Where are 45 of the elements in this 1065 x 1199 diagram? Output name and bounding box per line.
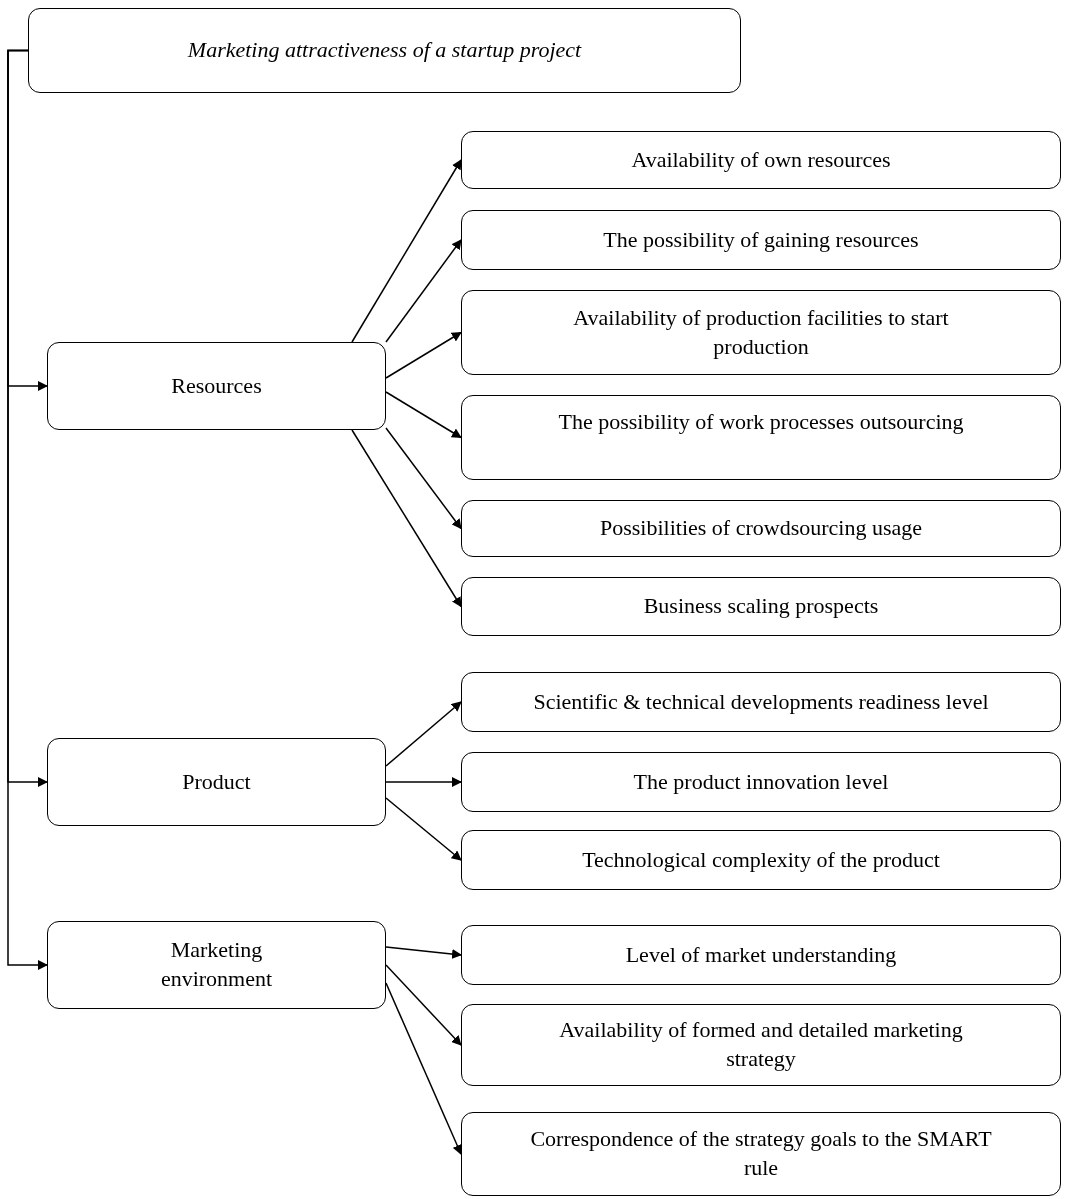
box-label: Availability of formed and detailed marketing strategy [558, 1016, 964, 1073]
arrow [7, 49, 48, 970]
process-box [47, 342, 386, 430]
box-label: Availability of own resources [631, 145, 891, 174]
process-box [461, 210, 1061, 270]
title-box [28, 8, 741, 93]
box-label: Product [182, 767, 251, 796]
box-label: Business scaling prospects [643, 592, 879, 621]
arrow [385, 427, 462, 530]
arrow [385, 777, 462, 787]
process-box [461, 1112, 1061, 1196]
box-label: The possibility of gaining resources [603, 225, 919, 254]
process-box [461, 1004, 1061, 1086]
box-label: Marketing environment [159, 936, 274, 993]
process-box [47, 738, 386, 826]
box-label: Marketing attractiveness of a startup project [187, 36, 582, 65]
box-label: Availability of production facilities to start production [572, 303, 950, 361]
box-label: Possibilities of crowdsourcing usage [600, 514, 922, 543]
process-box [461, 131, 1061, 189]
process-box [461, 925, 1061, 985]
arrow [385, 239, 462, 343]
arrow [385, 946, 462, 959]
process-box [461, 752, 1061, 812]
arrow [351, 429, 462, 608]
box-label: Level of market understanding [625, 940, 897, 969]
process-box [461, 500, 1061, 557]
arrow [385, 982, 462, 1155]
box-label: The product innovation level [633, 767, 889, 796]
process-box [461, 395, 1061, 480]
box-label: Scientific & technical developments readiness level [533, 687, 989, 716]
box-label: Technological complexity of the product [582, 845, 940, 874]
box-label: The possibility of work processes outsourcing [558, 408, 964, 436]
process-box [461, 672, 1061, 732]
box-label: Resources [171, 371, 262, 400]
arrow [385, 701, 462, 767]
arrow [351, 159, 462, 343]
arrow [385, 331, 462, 379]
process-box [461, 830, 1061, 890]
arrow [385, 797, 462, 861]
process-box [461, 290, 1061, 375]
arrow [385, 391, 462, 439]
box-label: Correspondence of the strategy goals to the SMART rule [529, 1125, 993, 1182]
process-box [47, 921, 386, 1009]
process-box [461, 577, 1061, 636]
arrow [385, 964, 462, 1046]
